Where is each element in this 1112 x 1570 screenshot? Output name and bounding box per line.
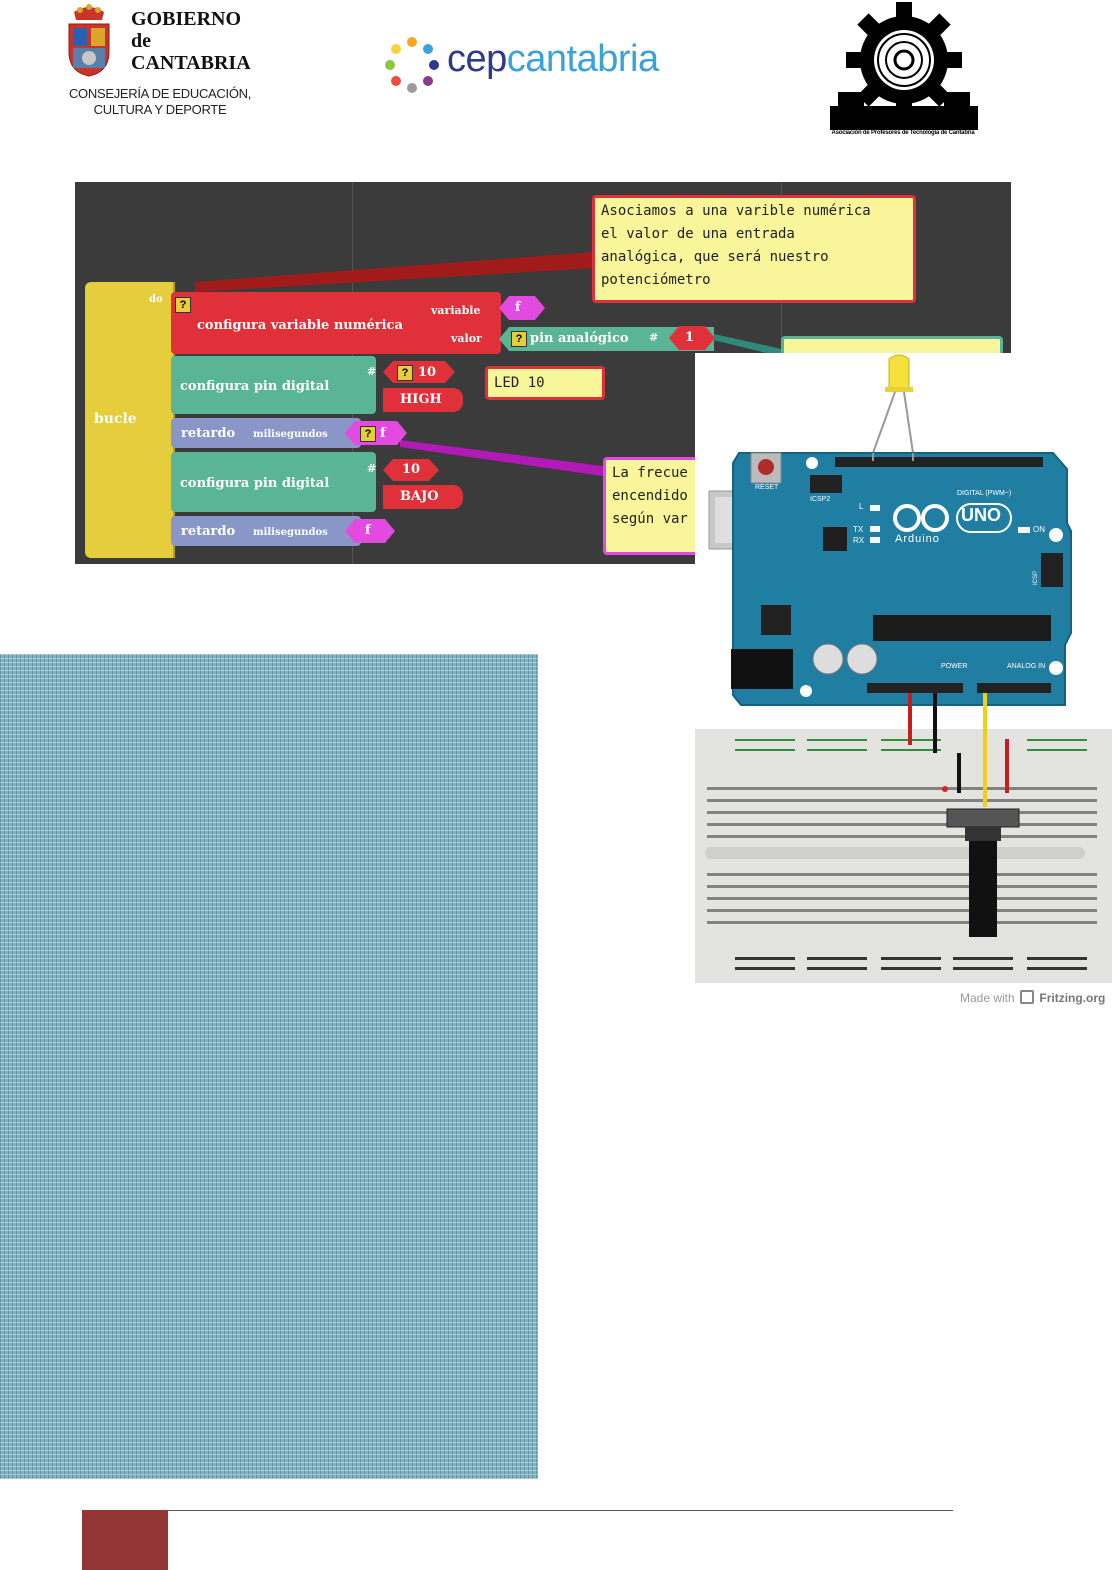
arduino-infinity-icon xyxy=(893,503,1012,533)
digital-pin-hash-2: # xyxy=(367,462,377,475)
comment-top-line-3: analógica, que será nuestro xyxy=(601,249,829,265)
fritzing-credit: Made with Fritzing.org xyxy=(960,990,1105,1005)
gobierno-line-1: GOBIERNO xyxy=(131,8,242,30)
circuit-drawing xyxy=(695,354,1112,983)
association-caption: Asociación de Profesores de Tecnología d… xyxy=(831,130,975,136)
uno-label: UNO xyxy=(961,505,1001,525)
analog-pin-number: 1 xyxy=(685,330,695,345)
digital-pin-block-1[interactable] xyxy=(171,356,376,414)
arduino-circuit-diagram: RESET ICSP2 DIGITAL (PWM~) UNO Arduino L… xyxy=(695,353,1112,985)
delay-label-2: retardo xyxy=(181,524,236,539)
fritzing-made-with: Made with xyxy=(960,991,1015,1005)
cantabria-coat-of-arms xyxy=(68,4,110,77)
on-label: ON xyxy=(1033,525,1045,534)
consejeria-subtitle: CONSEJERÍA DE EDUCACIÓN, CULTURA Y DEPOR… xyxy=(62,86,258,118)
icsp2-label: ICSP2 xyxy=(810,496,831,503)
potentiometer-icon xyxy=(946,808,1020,937)
digital-state-2: BAJO xyxy=(400,489,439,504)
fritzing-logo-icon xyxy=(1020,990,1035,1004)
led-comment[interactable]: LED 10 xyxy=(485,366,605,400)
help-mark: ? xyxy=(401,367,409,379)
variable-name: f xyxy=(515,300,521,315)
comment-top-line-1: Asociamos a una varible numérica xyxy=(601,203,871,219)
loop-block[interactable] xyxy=(85,282,175,558)
comment-bottom-line-1: La frecue xyxy=(612,465,688,481)
comment-top-line-4: potenciómetro xyxy=(601,272,711,288)
analog-pin-hash: # xyxy=(649,331,659,344)
delay-label-1: retardo xyxy=(181,426,236,441)
cep-text-part2: cantabria xyxy=(506,38,659,80)
delay-ms-label-1: milisegundos xyxy=(253,429,328,440)
help-mark: ? xyxy=(179,299,187,311)
digital-pin-number-1: 10 xyxy=(418,365,437,380)
delay-value-2: f xyxy=(365,523,371,538)
gobierno-title: GOBIERNO de CANTABRIA xyxy=(131,8,251,74)
delay-block-2[interactable] xyxy=(171,516,361,546)
gobierno-line-3: CANTABRIA xyxy=(131,52,251,74)
digital-state-block-2[interactable] xyxy=(383,485,463,509)
arduino-label: Arduino xyxy=(895,533,940,545)
reset-label: RESET xyxy=(755,484,779,491)
delay-ms-label-2: milisegundos xyxy=(253,527,328,538)
power-label: POWER xyxy=(941,663,968,670)
analog-pin-number-block[interactable] xyxy=(669,326,715,350)
digital-state-1: HIGH xyxy=(400,392,442,407)
footer-accent-block xyxy=(82,1510,168,1570)
digital-state-block-1[interactable] xyxy=(383,388,463,412)
cep-logo-text: cepcantabria xyxy=(447,38,659,81)
icsp-label: ICSP xyxy=(1033,570,1040,586)
digital-pin-number-block-2[interactable] xyxy=(383,459,439,481)
digital-pin-label-1: configura pin digital xyxy=(180,379,330,394)
led-icon xyxy=(872,354,914,454)
help-mark: ? xyxy=(364,428,372,440)
consejeria-line-2: CULTURA Y DEPORTE xyxy=(93,102,227,117)
delay-value-block-2[interactable] xyxy=(345,519,395,543)
gobierno-line-2: de xyxy=(131,30,151,52)
delay-value-1: f xyxy=(380,426,386,441)
loop-label: bucle xyxy=(94,411,137,427)
comment-top-line-2: el valor de una entrada xyxy=(601,226,795,242)
comment-bottom-line-2: encendido xyxy=(612,488,688,504)
delay-value-block-1[interactable] xyxy=(345,421,407,445)
variable-value-block[interactable] xyxy=(499,296,545,320)
help-icon[interactable]: ? xyxy=(397,365,413,381)
comment-bottom-line-3: según var xyxy=(612,511,688,527)
help-icon[interactable]: ? xyxy=(175,297,191,313)
set-variable-block[interactable] xyxy=(171,292,501,354)
delay-block-1[interactable] xyxy=(171,418,361,448)
consejeria-line-1: CONSEJERÍA DE EDUCACIÓN, xyxy=(68,86,252,101)
analog-in-label: ANALOG IN xyxy=(1007,663,1046,670)
value-field-label: valor xyxy=(451,332,482,345)
gear-logo-icon xyxy=(830,2,978,130)
digital-pin-number-2: 10 xyxy=(402,462,421,477)
comment-top[interactable]: Asociamos a una varible numérica el valo… xyxy=(592,195,916,303)
help-mark: ? xyxy=(515,333,523,345)
variable-field-label: variable xyxy=(431,304,481,317)
loop-do-label: do xyxy=(149,294,163,305)
help-icon[interactable]: ? xyxy=(360,426,376,442)
help-icon[interactable]: ? xyxy=(511,331,527,347)
tx-label: TX xyxy=(853,525,864,534)
cep-logo-icon xyxy=(385,37,439,93)
rx-label: RX xyxy=(853,536,865,545)
cep-text-part1: cep xyxy=(447,38,507,80)
l-led-label: L xyxy=(859,502,864,511)
digital-pwm-label: DIGITAL (PWM~) xyxy=(957,490,1012,497)
patterned-block xyxy=(0,654,538,1479)
digital-pin-label-2: configura pin digital xyxy=(180,476,330,491)
set-variable-label: configura variable numérica xyxy=(197,318,403,333)
fritzing-brand: Fritzing.org xyxy=(1039,991,1106,1005)
led-comment-text: LED 10 xyxy=(494,375,545,391)
digital-pin-block-2[interactable] xyxy=(171,452,376,512)
footer-rule xyxy=(168,1510,953,1511)
analog-pin-label: pin analógico xyxy=(530,331,629,346)
digital-pin-hash-1: # xyxy=(367,365,377,378)
